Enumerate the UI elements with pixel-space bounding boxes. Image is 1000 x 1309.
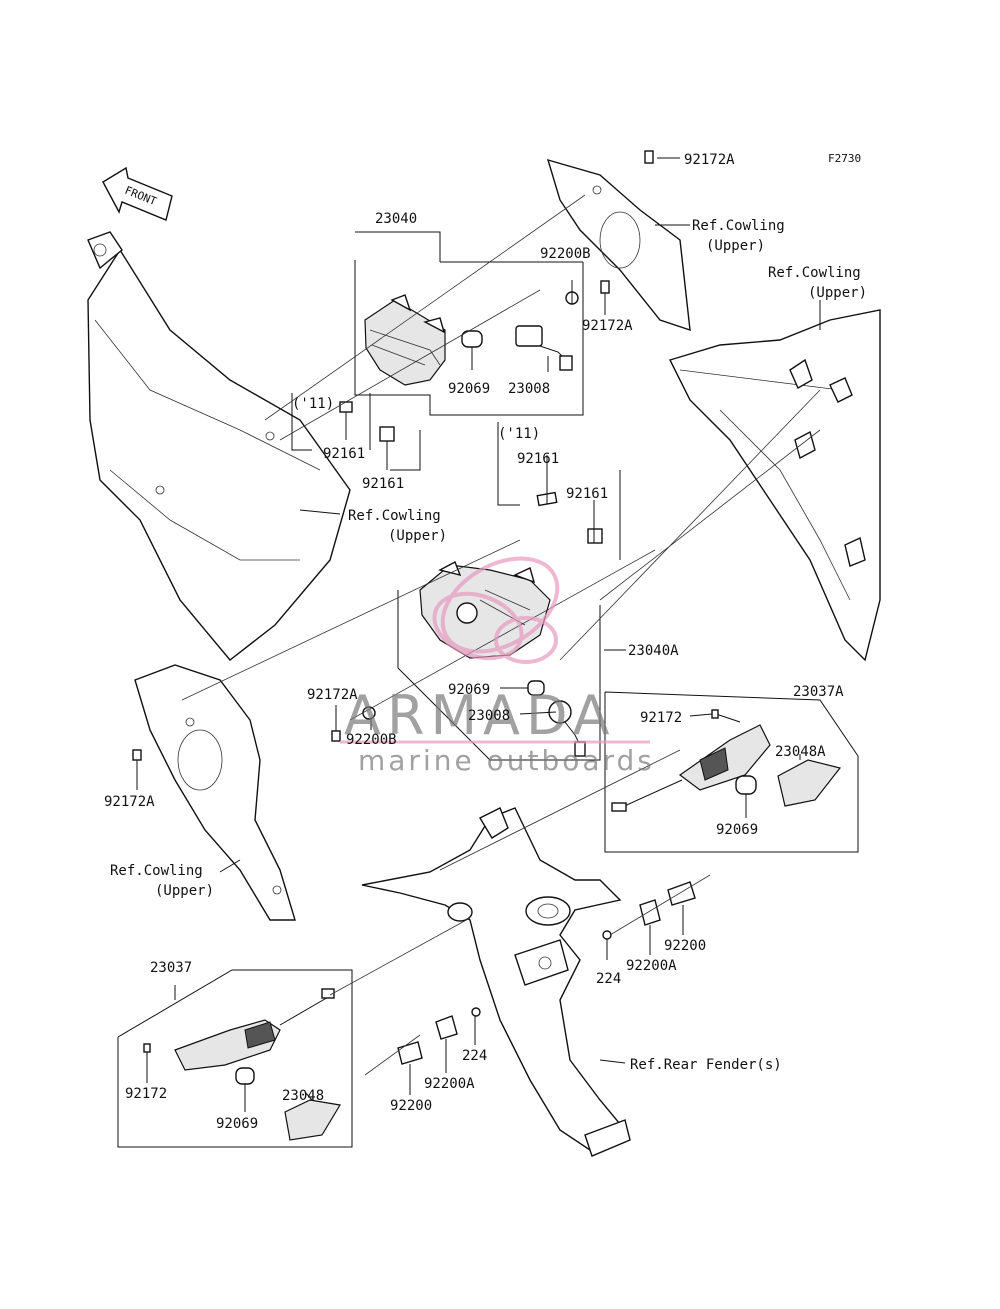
screw-92172A-low <box>132 749 142 761</box>
group-box-23037 <box>117 969 353 1148</box>
group-box-23037A <box>604 691 859 853</box>
rear-fender-assembly <box>361 807 631 1157</box>
label-92200B-top: 92200B <box>540 246 591 262</box>
rear-turn-signal-left <box>174 988 335 1071</box>
upper-cowling-top-bracket <box>546 158 691 332</box>
assembly-lines <box>181 194 821 1076</box>
label-ref-cowling-1: Ref.Cowling <box>692 218 785 234</box>
turn-signal-lamp-left <box>364 294 446 386</box>
label-92161-b: 92161 <box>362 476 404 492</box>
label-23040: 23040 <box>375 211 417 227</box>
label-11-a: ('11) <box>292 396 334 412</box>
leader-lines <box>136 157 821 1112</box>
label-ref-cowling-2: Ref.Cowling <box>768 265 861 281</box>
bulb-92069-c <box>735 775 757 795</box>
upper-cowling-right <box>669 309 881 662</box>
watermark-subtitle: marine outboards <box>358 744 655 777</box>
label-92172-right: 92172 <box>640 710 682 726</box>
spacer-92161-d <box>587 528 603 544</box>
label-ref-cowling-2b: (Upper) <box>808 285 867 301</box>
label-92172A-left: 92172A <box>307 687 358 703</box>
label-23037: 23037 <box>150 960 192 976</box>
screw-92172-right <box>711 709 741 723</box>
label-92200B-left: 92200B <box>346 732 397 748</box>
turn-signal-lamp-right <box>419 561 551 659</box>
group-box-23040-top <box>355 231 583 263</box>
socket-23008-a <box>515 325 573 371</box>
upper-cowling-left <box>87 231 351 661</box>
watermark-title: ARMADA <box>344 684 616 747</box>
label-92200-left: 92200 <box>390 1098 432 1114</box>
plate-92200-right <box>667 881 696 906</box>
label-224-right: 224 <box>596 971 621 987</box>
inner-cowling-left <box>134 664 296 921</box>
label-92161-a: 92161 <box>323 446 365 462</box>
label-23040A: 23040A <box>628 643 679 659</box>
label-92172A-low: 92172A <box>104 794 155 810</box>
group-box-23040A <box>397 590 601 761</box>
front-arrow-icon: FRONT <box>102 166 173 221</box>
label-23048: 23048 <box>282 1088 324 1104</box>
label-23048A: 23048A <box>775 744 826 760</box>
label-ref-cowling-4: Ref.Cowling <box>110 863 203 879</box>
spacer-92161-b <box>379 426 395 442</box>
lens-23048A <box>777 759 842 807</box>
armada-logo-icon <box>432 556 560 664</box>
bolt-224-left <box>471 1007 481 1017</box>
label-ref-cowling-4b: (Upper) <box>155 883 214 899</box>
armada-watermark: ARMADA marine outboards <box>340 556 655 777</box>
figure-code: F2730 <box>828 152 861 165</box>
label-23037A: 23037A <box>793 684 844 700</box>
bulb-92069-d <box>235 1067 255 1085</box>
label-92069-a: 92069 <box>448 381 490 397</box>
label-92200A-right: 92200A <box>626 958 677 974</box>
label-92200-right: 92200 <box>664 938 706 954</box>
bracket-11-a <box>291 393 312 451</box>
screw-92172A-left <box>331 730 341 742</box>
plate-92200A-right <box>639 899 661 926</box>
lens-23048 <box>284 1099 341 1141</box>
bracket-11-b <box>497 422 520 506</box>
label-ref-cowling-3b: (Upper) <box>388 528 447 544</box>
screw-92172-left <box>143 1043 151 1053</box>
label-92200A-left: 92200A <box>424 1076 475 1092</box>
label-92172A-mid: 92172A <box>582 318 633 334</box>
rear-turn-signal-right <box>611 724 771 812</box>
label-23008-b: 23008 <box>468 708 510 724</box>
label-ref-cowling-3: Ref.Cowling <box>348 508 441 524</box>
label-ref-rear-fender: Ref.Rear Fender(s) <box>630 1057 782 1073</box>
label-23008-a: 23008 <box>508 381 550 397</box>
spacer-92161-a <box>339 401 353 413</box>
label-92069-b: 92069 <box>448 682 490 698</box>
label-ref-cowling-1b: (Upper) <box>706 238 765 254</box>
label-92172A-top: 92172A <box>684 152 735 168</box>
screw-92172A-mid <box>600 280 610 294</box>
label-224-left: 224 <box>462 1048 487 1064</box>
label-11-b: ('11) <box>498 426 540 442</box>
screw-92172A-top <box>644 150 654 164</box>
label-92069-c: 92069 <box>716 822 758 838</box>
label-92161-c: 92161 <box>517 451 559 467</box>
label-92172-left: 92172 <box>125 1086 167 1102</box>
label-92161-d: 92161 <box>566 486 608 502</box>
bolt-224-right <box>602 930 612 940</box>
part-labels: 92172A Ref.Cowling (Upper) Ref.Cowling (… <box>104 152 867 1132</box>
plate-92200-left <box>397 1041 423 1065</box>
plate-92200A-left <box>435 1015 458 1040</box>
group-box-23040 <box>354 260 584 416</box>
label-92069-d: 92069 <box>216 1116 258 1132</box>
